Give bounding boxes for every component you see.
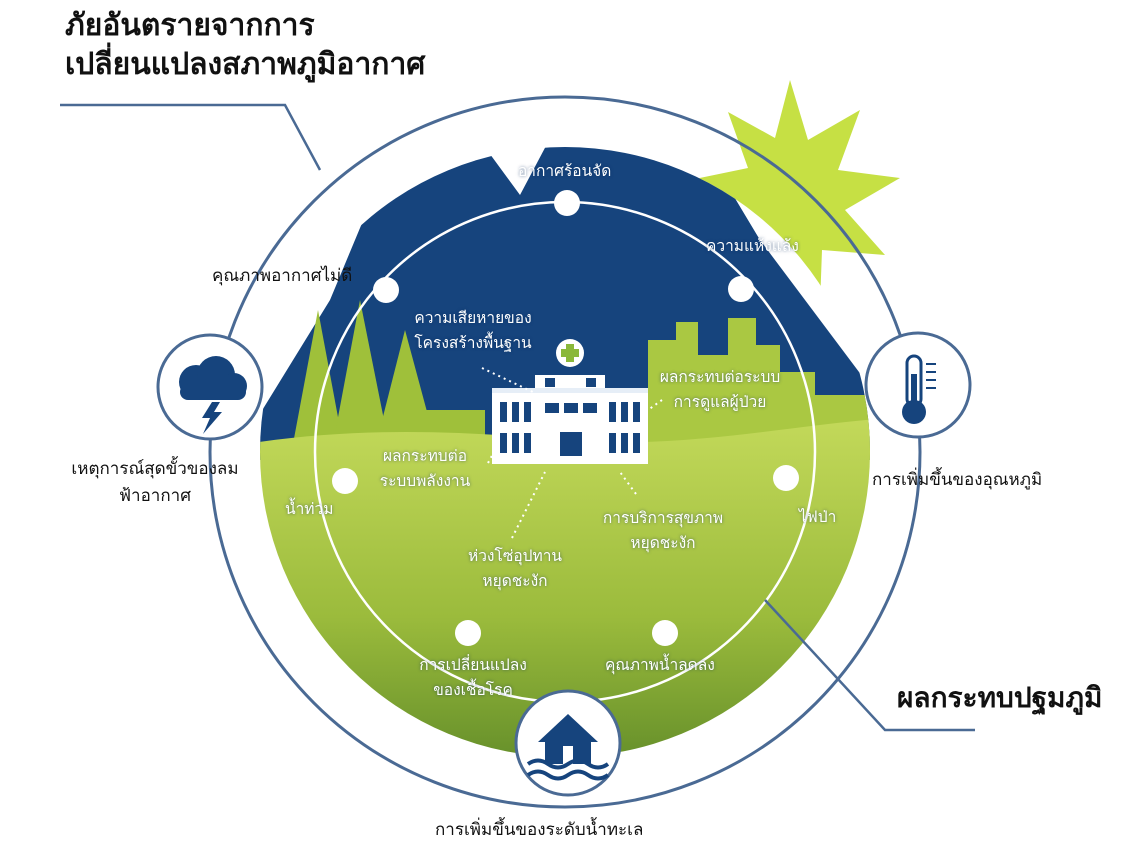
node-extreme-heat <box>554 190 580 216</box>
label-pathogen-line-2: ของเชื้อโรค <box>433 681 513 699</box>
leader-supply-chain <box>511 471 546 539</box>
label-water-quality: คุณภาพน้ำลดลง <box>605 656 715 674</box>
label-extreme-weather-line-2: ฟ้าอากาศ <box>119 486 191 506</box>
sun-icon <box>690 80 900 305</box>
hospital-icon <box>492 339 648 464</box>
outer-ring <box>208 95 922 809</box>
node-wildfire <box>773 465 799 491</box>
label-energy-line-2: ระบบพลังงาน <box>379 472 471 490</box>
label-health-services-line-2: หยุดชะงัก <box>630 534 696 552</box>
landscape-scene <box>260 147 870 757</box>
label-extreme-weather-line-1: เหตุการณ์สุดขั้วของลม <box>71 459 239 479</box>
label-care-system-line-2: การดูแลผู้ป่วย <box>673 393 767 411</box>
label-wildfire: ไฟป่า <box>799 508 837 526</box>
label-pathogen-line-1: การเปลี่ยนแปลง <box>419 656 527 674</box>
node-drought <box>728 276 754 302</box>
node-poor-air <box>373 277 399 303</box>
label-drought: ความแห้งแล้ง <box>706 237 799 255</box>
leader-health-services <box>619 471 637 495</box>
label-temperature-rise: การเพิ่มขึ้นของอุณหภูมิ <box>872 470 1043 490</box>
label-infrastructure-line-2: โครงสร้างพื้นฐาน <box>414 334 532 352</box>
leader-infrastructure <box>481 367 536 394</box>
label-flood: น้ำท่วม <box>285 500 334 518</box>
primary-impacts-label: ผลกระทบปฐมภูมิ <box>897 681 1103 714</box>
impact-connector-line <box>764 599 975 732</box>
node-pathogen <box>455 620 481 646</box>
label-health-services-line-1: การบริการสุขภาพ <box>602 509 724 527</box>
label-care-system-line-1: ผลกระทบต่อระบบ <box>659 368 781 386</box>
label-supply-chain-line-2: หยุดชะงัก <box>482 572 548 590</box>
title-line-2: เปลี่ยนแปลงสภาพภูมิอากาศ <box>65 47 426 82</box>
label-sea-level-rise: การเพิ่มขึ้นของระดับน้ำทะเล <box>435 820 644 840</box>
node-flood <box>332 468 358 494</box>
flooded-house-icon <box>514 689 622 797</box>
leader-energy <box>487 449 496 464</box>
label-supply-chain-line-1: ห่วงโซ่อุปทาน <box>468 547 562 565</box>
thermometer-icon <box>864 331 972 439</box>
storm-cloud-icon <box>156 333 264 441</box>
city-skyline <box>648 318 870 460</box>
label-poor-air-quality: คุณภาพอากาศไม่ดี <box>212 266 353 286</box>
green-ground <box>260 418 870 757</box>
label-infrastructure-line-1: ความเสียหายของ <box>414 309 532 327</box>
label-extreme-heat: อากาศร้อนจัด <box>518 162 612 180</box>
title-line-1: ภัยอันตรายจากการ <box>65 8 315 43</box>
label-energy-line-1: ผลกระทบต่อ <box>382 447 468 465</box>
title-connector-line <box>60 103 322 171</box>
node-water-quality <box>652 620 678 646</box>
